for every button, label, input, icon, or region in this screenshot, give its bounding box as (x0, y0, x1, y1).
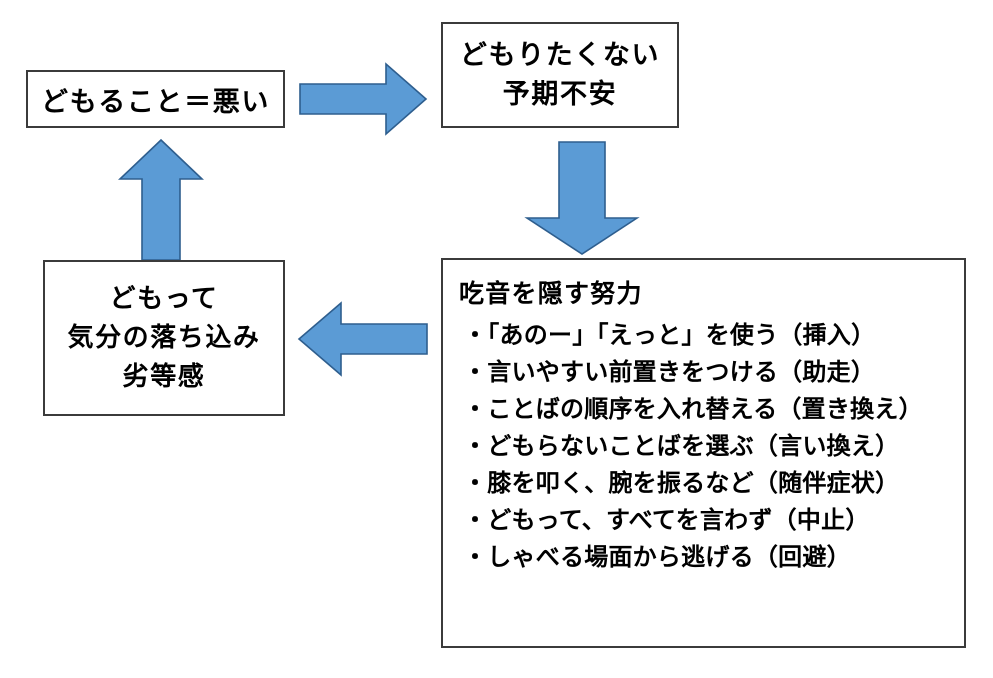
node-efforts: 吃音を隠す努力 ・「あのー」「えっと」を使う（挿入） ・言いやすい前置きをつける… (441, 258, 966, 648)
node-anticipation-line-1: どもりたくない (459, 39, 661, 71)
list-item: ・膝を叩く、腕を振るなど（随伴症状） (463, 468, 900, 497)
list-item: ・どもって、すべてを言わず（中止） (463, 505, 870, 534)
list-item: ・どもらないことばを選ぶ（言い換え） (463, 431, 900, 460)
up-arrow-icon (117, 138, 205, 261)
node-feelings: どもって 気分の落ち込み 劣等感 (43, 260, 285, 416)
list-item: ・しゃべる場面から逃げる（回避） (463, 542, 851, 571)
node-feelings-line-2: 気分の落ち込み (67, 322, 261, 353)
node-feelings-line-1: どもって (109, 283, 219, 314)
list-item: ・ことばの順序を入れ替える（置き換え） (463, 394, 923, 423)
list-item: ・「あのー」「えっと」を使う（挿入） (463, 320, 876, 349)
arrow-feelings-to-belief (117, 138, 205, 262)
node-efforts-title: 吃音を隠す努力 (459, 279, 643, 308)
node-efforts-list: ・「あのー」「えっと」を使う（挿入） ・言いやすい前置きをつける（助走） ・こと… (457, 316, 954, 575)
arrow-anticipation-to-efforts (523, 141, 641, 256)
arrow-belief-to-anticipation (299, 62, 428, 136)
node-belief: どもること＝悪い (26, 70, 285, 128)
node-belief-line-1: どもること＝悪い (41, 86, 270, 118)
arrow-efforts-to-feelings (297, 300, 429, 378)
node-anticipation-line-2: 予期不安 (502, 79, 618, 110)
node-anticipation: どもりたくない 予期不安 (441, 22, 679, 128)
list-item: ・言いやすい前置きをつける（助走） (463, 357, 876, 386)
right-arrow-icon (299, 62, 428, 136)
down-arrow-icon (524, 141, 640, 255)
node-feelings-line-3: 劣等感 (122, 361, 206, 392)
left-arrow-icon (297, 301, 428, 377)
